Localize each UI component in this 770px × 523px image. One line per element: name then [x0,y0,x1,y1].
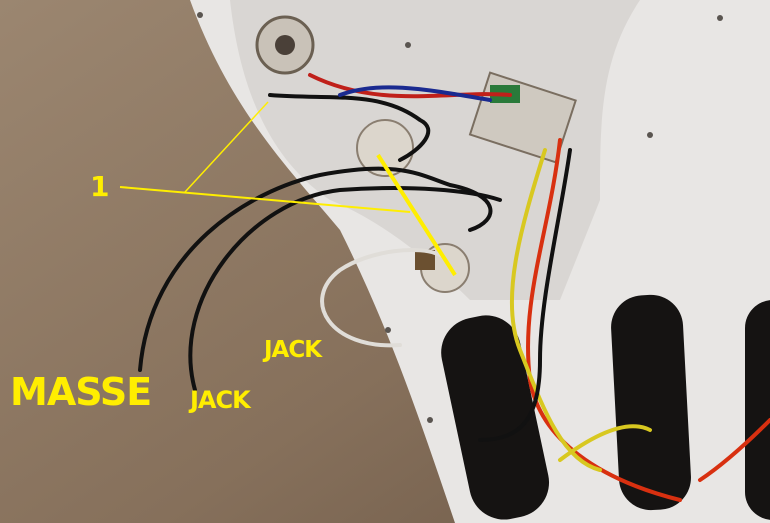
pickguard-routing [230,0,640,300]
pickup-middle [611,294,691,511]
pointer-line-pot [376,153,457,277]
potentiometer-tone-2 [415,243,470,293]
pickup-neck [441,315,550,520]
annotation-1: 1 [90,170,110,203]
pointer-line-1b [184,101,269,193]
pickup-bridge [745,300,770,520]
annotation-jack-white-wire: JACK [264,337,322,363]
potentiometer-tone-1 [356,119,414,177]
pickguard-screws [197,12,723,423]
annotation-masse: MASSE [10,370,152,414]
annotation-jack-black-wire: JACK [190,386,251,414]
pointer-line-1a [119,186,411,213]
annotation-lines [119,101,457,277]
potentiometer-volume [255,15,315,75]
wires [138,73,770,502]
